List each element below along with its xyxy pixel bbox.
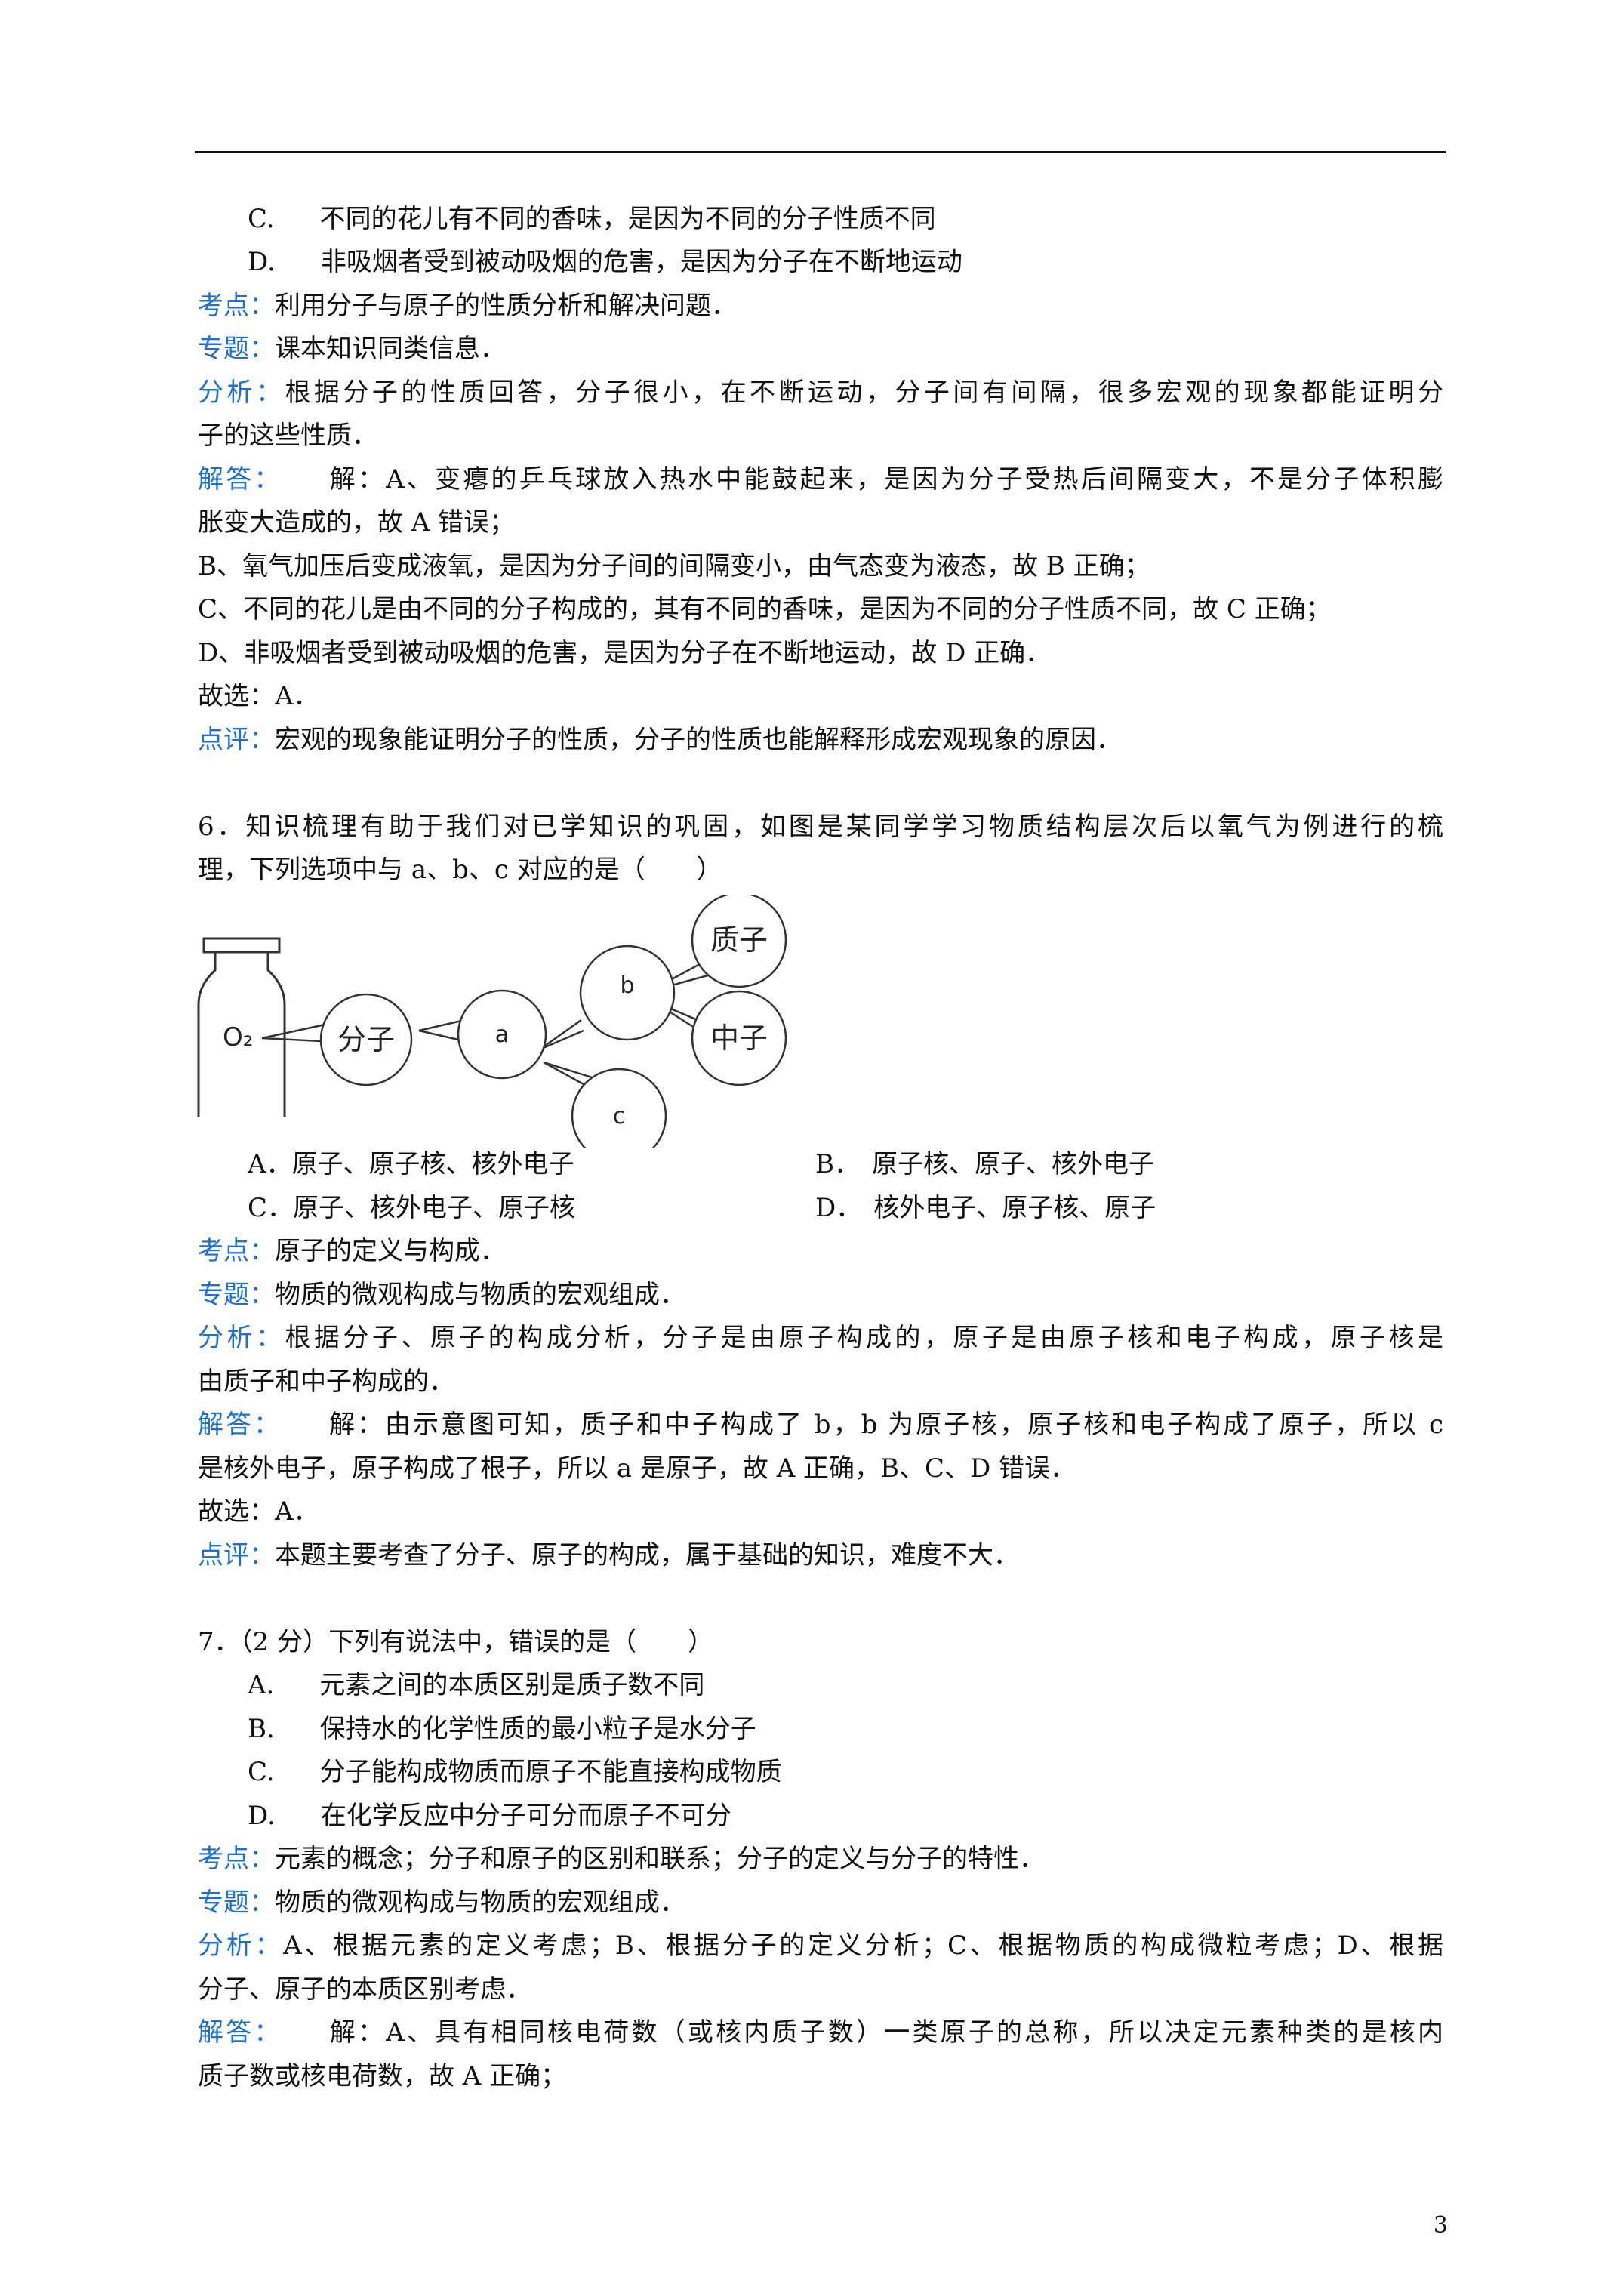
q6-fenxi-1: 分析：根据分子、原子的构成分析，分子是由原子构成的，原子是由原子核和电子构成，原… bbox=[198, 1323, 1444, 1353]
q7-option-b: B.保持水的化学性质的最小粒子是水分子 bbox=[248, 1714, 756, 1744]
q7-jieda-1: 解答：解：A、具有相同核电荷数（或核内质子数）一类原子的总称，所以决定元素种类的… bbox=[198, 2017, 1443, 2048]
q6-guxuan: 故选：A． bbox=[198, 1496, 319, 1527]
q5-dianping: 点评：宏观的现象能证明分子的性质，分子的性质也能解释形成宏观现象的原因． bbox=[198, 725, 1122, 755]
q5-fenxi-1: 分析：根据分子的性质回答，分子很小，在不断运动，分子间有间隔，很多宏观的现象都能… bbox=[198, 378, 1444, 408]
q6-fenxi-2: 由质子和中子构成的． bbox=[198, 1367, 454, 1397]
q5-jieda-5: D、非吸烟者受到被动吸烟的危害，是因为分子在不断地运动，故 D 正确． bbox=[198, 638, 1052, 668]
q7-jieda-2: 质子数或核电荷数，故 A 正确； bbox=[198, 2061, 567, 2091]
q7-kaodian: 考点：元素的概念；分子和原子的区别和联系；分子的定义与分子的特性． bbox=[198, 1844, 1045, 1874]
q5-jieda-1: 解答：解：A、变瘪的乒乓球放入热水中能鼓起来，是因为分子受热后间隔变大，不是分子… bbox=[198, 464, 1443, 495]
q5-jieda-3: B、氧气加压后变成液氧，是因为分子间的间隔变小，由气态变为液态，故 B 正确； bbox=[198, 551, 1150, 581]
q7-fenxi-1: 分析：A、根据元素的定义考虑；B、根据分子的定义分析；C、根据物质的构成微粒考虑… bbox=[198, 1931, 1444, 1961]
nucleus-b-label: b bbox=[620, 972, 634, 999]
q5-guxuan: 故选：A． bbox=[198, 681, 319, 711]
electron-c-circle bbox=[571, 1068, 667, 1148]
proton-circle bbox=[691, 895, 787, 988]
q6-stem-1: 6．知识梳理有助于我们对已学知识的巩固，如图是某同学学习物质结构层次后以氧气为例… bbox=[198, 812, 1443, 842]
q6-dianping: 点评：本题主要考查了分子、原子的构成，属于基础的知识，难度不大． bbox=[198, 1540, 1019, 1570]
q7-fenxi-2: 分子、原子的本质区别考虑． bbox=[198, 1974, 531, 2005]
oxygen-bottle bbox=[197, 937, 286, 1117]
q7-option-a: A.元素之间的本质区别是质子数不同 bbox=[248, 1670, 705, 1700]
q6-option-d: D．核外电子、原子核、原子 bbox=[815, 1193, 1156, 1223]
q5-zhuanti: 专题：课本知识同类信息． bbox=[198, 334, 506, 364]
q5-option-d: D.非吸烟者受到被动吸烟的危害，是因为分子在不断地运动 bbox=[248, 247, 962, 277]
page-number: 3 bbox=[1433, 2212, 1448, 2239]
q5-jieda-4: C、不同的花儿是由不同的分子构成的，其有不同的香味，是因为不同的分子性质不同，故… bbox=[198, 594, 1332, 624]
nucleus-b-circle bbox=[579, 945, 676, 1041]
q6-jieda-1: 解答：解：由示意图可知，质子和中子构成了 b，b 为原子核，原子核和电子构成了原… bbox=[198, 1410, 1443, 1440]
proton-label: 质子 bbox=[710, 923, 768, 957]
molecule-circle bbox=[319, 993, 413, 1086]
q6-option-b: B．原子核、原子、核外电子 bbox=[815, 1149, 1154, 1179]
q7-zhuanti: 专题：物质的微观构成与物质的宏观组成． bbox=[198, 1888, 685, 1918]
neutron-circle bbox=[691, 990, 787, 1086]
q5-jieda-2: 胀变大造成的，故 A 错误； bbox=[198, 507, 516, 538]
atom-a-circle bbox=[457, 989, 547, 1080]
structure-diagram: O₂ 分子 a b c 质子 中子 bbox=[197, 895, 787, 1148]
q6-stem-2: 理，下列选项中与 a、b、c 对应的是（ ） bbox=[198, 855, 722, 885]
bottle-label: O₂ bbox=[223, 1022, 253, 1052]
q5-fenxi-2: 子的这些性质． bbox=[198, 421, 377, 451]
q7-stem: 7．（2 分）下列有说法中，错误的是（ ） bbox=[198, 1627, 714, 1657]
neutron-label: 中子 bbox=[710, 1022, 768, 1055]
molecule-label: 分子 bbox=[337, 1023, 395, 1056]
q7-option-d: D.在化学反应中分子可分而原子不可分 bbox=[248, 1801, 731, 1831]
q6-zhuanti: 专题：物质的微观构成与物质的宏观组成． bbox=[198, 1280, 685, 1310]
q7-option-c: C.分子能构成物质而原子不能直接构成物质 bbox=[248, 1757, 782, 1787]
q6-option-c: C．原子、核外电子、原子核 bbox=[248, 1193, 576, 1223]
q6-jieda-2: 是核外电子，原子构成了根子，所以 a 是原子，故 A 正确，B、C、D 错误． bbox=[198, 1453, 1076, 1484]
q5-option-c: C.不同的花儿有不同的香味，是因为不同的分子性质不同 bbox=[248, 204, 936, 234]
header-rule bbox=[195, 151, 1446, 153]
q6-kaodian: 考点：原子的定义与构成． bbox=[198, 1236, 506, 1266]
atom-a-label: a bbox=[495, 1022, 509, 1048]
q6-option-a: A．原子、原子核、核外电子 bbox=[248, 1149, 574, 1179]
q5-kaodian: 考点：利用分子与原子的性质分析和解决问题． bbox=[198, 291, 737, 321]
electron-c-label: c bbox=[613, 1103, 626, 1130]
